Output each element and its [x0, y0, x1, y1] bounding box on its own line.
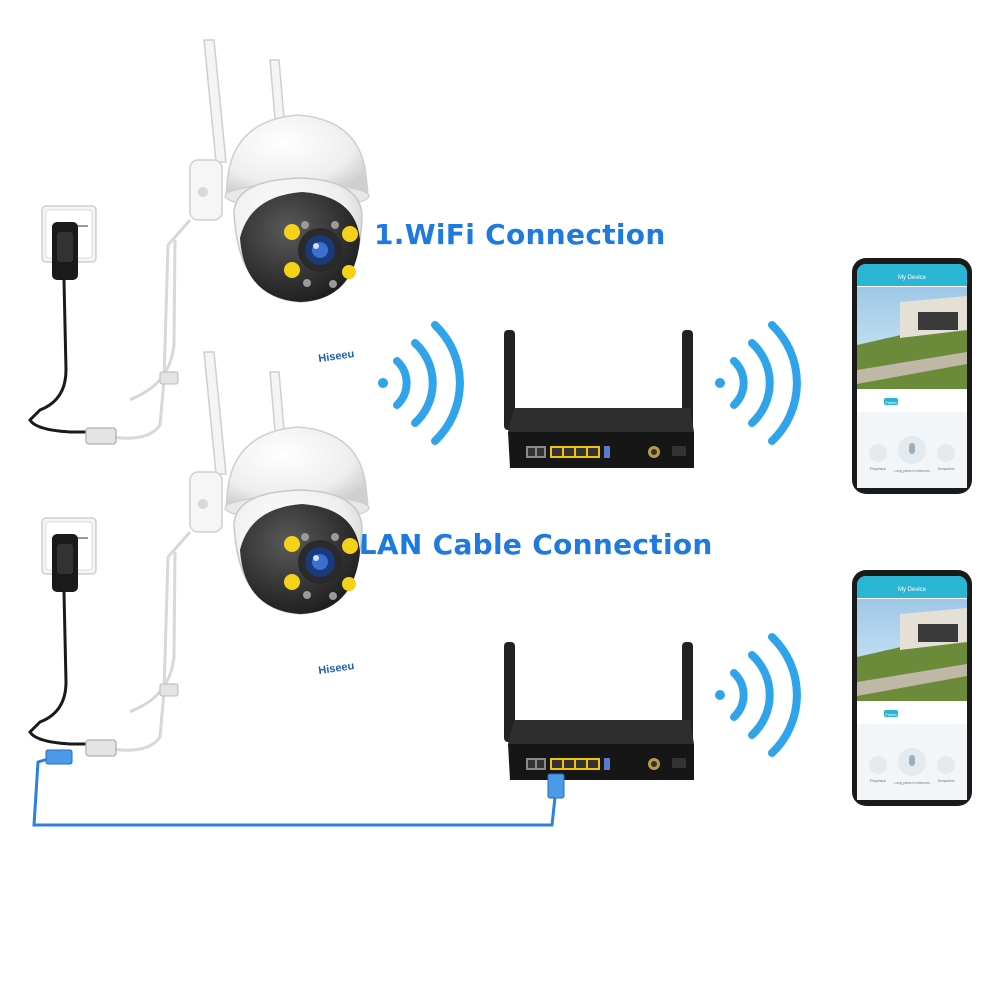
smartphone-icon [852, 258, 972, 494]
row-lan [28, 351, 972, 806]
phone-quality-label: Fluent [885, 712, 897, 717]
phone-intercom-hint: Long press to intercom [894, 781, 930, 785]
phone-snapshot-label: Snapshot [938, 778, 956, 783]
smartphone-icon [852, 570, 972, 806]
phone-quality-label: Fluent [885, 400, 897, 405]
wifi-connection-title: 1.WiFi Connection [374, 218, 666, 251]
phone-playback-label: Playback [870, 778, 886, 783]
camera-brand-label: Hiseeu [318, 348, 355, 365]
camera-brand-label: Hiseeu [318, 660, 355, 677]
wifi-wave-icon [715, 637, 797, 753]
wifi-wave-icon [715, 325, 797, 441]
lan-cable [32, 754, 558, 827]
lan-connection-title: 2.LAN Cable Connection [328, 528, 713, 561]
phone-intercom-hint: Long press to intercom [894, 469, 930, 473]
ptz-camera-icon [189, 351, 370, 615]
phone-playback-label: Playback [870, 466, 886, 471]
phone-header-label: My Device [898, 587, 927, 593]
lan-plug-icon [45, 749, 73, 765]
router-icon [504, 642, 694, 780]
router-icon [504, 330, 694, 468]
wall-socket-icon [28, 516, 192, 758]
lan-plug-icon [547, 773, 565, 799]
phone-header-label: My Device [898, 275, 927, 281]
phone-snapshot-label: Snapshot [938, 466, 956, 471]
wifi-wave-icon [378, 325, 460, 441]
wall-socket-icon [28, 204, 192, 446]
row-wifi: Hiseeu [28, 39, 972, 494]
ptz-camera-icon [189, 39, 370, 303]
